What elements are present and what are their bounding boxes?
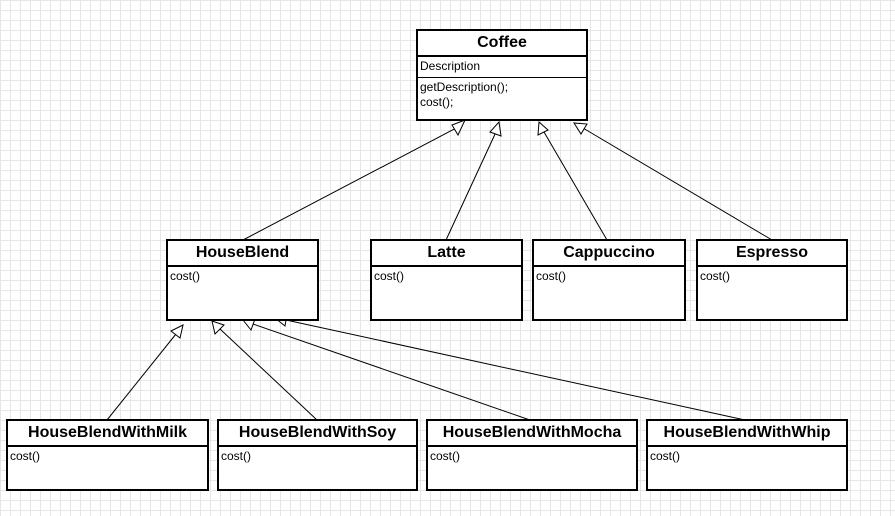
edge-withmocha-to-houseblend[interactable] [242,318,531,421]
methods-compartment: cost() [219,447,416,467]
method-cost: cost() [374,269,404,283]
attributes-compartment: Description [418,57,586,78]
class-houseblendwithwhip[interactable]: HouseBlendWithWhip cost() [646,419,848,491]
method-cost: cost() [430,449,460,463]
class-name: HouseBlendWithSoy [219,421,416,447]
methods-compartment: getDescription(); cost(); [418,78,586,113]
method-getdescription: getDescription(); [420,80,509,94]
methods-compartment: cost() [428,447,636,467]
class-houseblendwithmocha[interactable]: HouseBlendWithMocha cost() [426,419,638,491]
class-houseblendwithmilk[interactable]: HouseBlendWithMilk cost() [6,419,209,491]
method-cost: cost(); [420,95,454,109]
class-name: Cappuccino [534,241,684,267]
class-name: Espresso [698,241,846,267]
method-cost: cost() [170,269,200,283]
edge-withsoy-to-houseblend[interactable] [211,320,318,421]
method-cost: cost() [650,449,680,463]
class-name: Coffee [418,31,586,57]
class-name: HouseBlendWithMocha [428,421,636,447]
edge-houseblend-to-coffee[interactable] [242,119,466,241]
class-houseblendwithsoy[interactable]: HouseBlendWithSoy cost() [217,419,418,491]
edge-espresso-to-coffee[interactable] [573,122,773,241]
attribute-description: Description [420,59,481,73]
class-cappuccino[interactable]: Cappuccino cost() [532,239,686,321]
method-cost: cost() [536,269,566,283]
methods-compartment: cost() [168,267,317,287]
method-cost: cost() [10,449,40,463]
class-houseblend[interactable]: HouseBlend cost() [166,239,319,321]
edge-cappuccino-to-coffee[interactable] [537,120,608,241]
methods-compartment: cost() [8,447,207,467]
methods-compartment: cost() [372,267,521,287]
class-name: HouseBlendWithMilk [8,421,207,447]
class-name: HouseBlend [168,241,317,267]
method-cost: cost() [221,449,251,463]
edge-latte-to-coffee[interactable] [445,120,502,241]
methods-compartment: cost() [534,267,684,287]
methods-compartment: cost() [648,447,846,467]
class-name: Latte [372,241,521,267]
class-coffee[interactable]: Coffee Description getDescription(); cos… [416,29,588,121]
class-name: HouseBlendWithWhip [648,421,846,447]
method-cost: cost() [700,269,730,283]
class-espresso[interactable]: Espresso cost() [696,239,848,321]
methods-compartment: cost() [698,267,846,287]
edge-withwhip-to-houseblend[interactable] [273,313,746,421]
edge-withmilk-to-houseblend[interactable] [106,324,184,421]
class-latte[interactable]: Latte cost() [370,239,523,321]
